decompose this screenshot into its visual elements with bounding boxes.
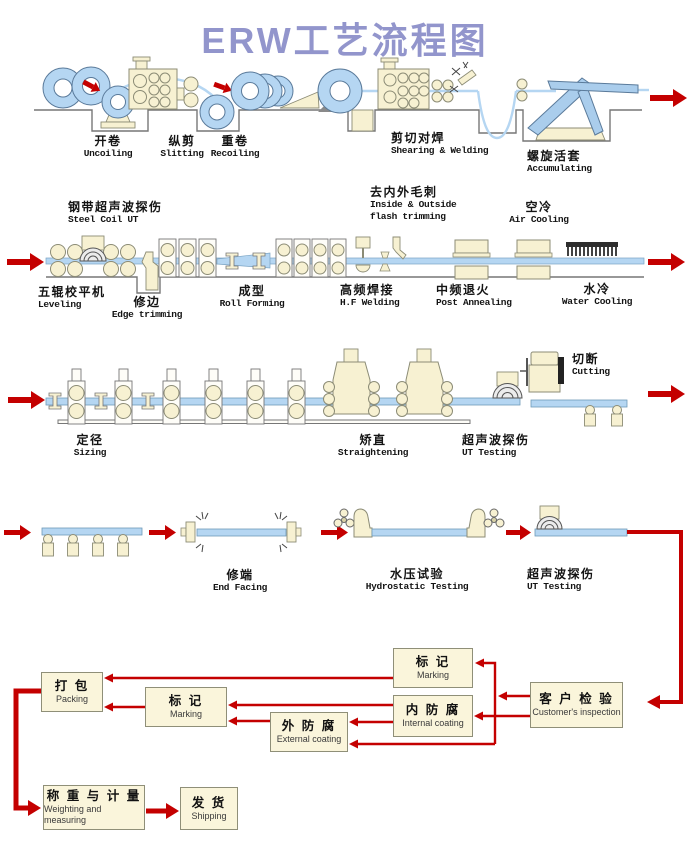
flow-arrow-row2-in	[7, 253, 44, 271]
flow-box-customer-inspection: 客 户 检 验 Customer's inspection	[530, 682, 623, 728]
leveling-rolls	[50, 244, 136, 277]
pipe-row3	[45, 397, 628, 408]
air-cooling-stand	[514, 239, 553, 280]
payoff-coil	[317, 68, 374, 132]
station-label-flash-trimming: 去内外毛刺 Inside & Outside flash trimming	[370, 185, 457, 223]
station-label-end-facing: 修端 End Facing	[212, 568, 267, 594]
hf-welding-unit	[355, 236, 407, 273]
flow-arrow-row3-out	[648, 385, 685, 403]
flow-arrow-row3-in	[8, 391, 45, 409]
uncoiler	[100, 85, 136, 129]
station-label-straightening: 矫直 Straightening	[337, 433, 409, 459]
station-label-accumulating: 螺旋活套 Accumulating	[527, 149, 592, 175]
label-cn: 开卷	[94, 134, 122, 148]
connector-marking-to-packing	[104, 673, 393, 683]
coil-stock-pair	[42, 66, 111, 109]
finished-coil-stack	[230, 71, 294, 111]
flow-box-marking-upper: 标 记 Marking	[393, 648, 473, 688]
flow-box-marking-lower: 标 记 Marking	[145, 687, 227, 727]
station-label-water-cooling: 水冷 Water Cooling	[561, 282, 633, 308]
coil-ramp	[279, 91, 320, 109]
station-label-post-annealing: 中频退火 Post Annealing	[436, 283, 512, 309]
sizing-stands	[67, 368, 306, 425]
water-cooling-comb	[566, 242, 618, 256]
station-label-ut-testing-line: 超声波探伤 UT Testing	[462, 433, 530, 459]
station-label-ut-testing-pipe: 超声波探伤 UT Testing	[527, 567, 595, 593]
steel-coil-ut-probe	[79, 235, 107, 262]
flow-arrow-row4-mid1	[149, 525, 176, 540]
station-label-slitting: 纵剪 Slitting	[160, 134, 204, 160]
flow-box-packing: 打 包 Packing	[41, 672, 103, 712]
straightener-2	[396, 348, 453, 417]
flow-box-shipping: 发 货 Shipping	[180, 787, 238, 830]
flow-arrow-row2-out	[648, 253, 685, 271]
flow-arrow-row4-in	[4, 525, 31, 540]
connector-external-to-marking	[228, 716, 270, 726]
station-label-hydrostatic-testing: 水压试验 Hydrostatic Testing	[365, 567, 469, 593]
connector-packing-to-weighting	[13, 688, 41, 816]
connector-marking-to-packing-2	[104, 702, 145, 712]
connector-weighting-to-shipping	[146, 803, 179, 819]
station-label-steel-coil-ut: 钢带超声波探伤 Steel Coil UT	[68, 200, 163, 226]
station-label-hf-welding: 高频焊接 H.F Welding	[340, 283, 400, 309]
station-label-roll-forming: 成型 Roll Forming	[219, 284, 285, 310]
flow-box-weighting: 称 重 与 计 量 Weighting and measuring	[43, 785, 145, 830]
station-label-recoiling: 重卷 Recoiling	[210, 134, 260, 160]
connector-customer-to-internal	[474, 711, 530, 721]
flow-arrow-row4-mid3	[506, 525, 531, 540]
flow-arrow-row4-mid2	[321, 525, 348, 540]
page-title: ERW工艺流程图	[201, 20, 489, 61]
station-label-cutting: 切断 Cutting	[572, 352, 610, 378]
connector-junction-vertical	[475, 658, 497, 744]
straightener-1	[323, 348, 380, 417]
sizing-spacers	[48, 392, 155, 410]
station-label-shearing-welding: 剪切对焊 Shearing & Welding	[391, 131, 489, 157]
shearing-welding-machine	[377, 57, 430, 110]
recoiler	[199, 94, 235, 130]
accumulator	[527, 77, 639, 141]
post-annealing-stand	[452, 239, 491, 280]
station-label-leveling: 五辊校平机 Leveling	[38, 285, 106, 311]
station-label-uncoiling: 开卷 Uncoiling	[74, 134, 142, 160]
weld-rollers-and-cutter	[431, 61, 528, 103]
station-label-sizing: 定径 Sizing	[73, 433, 107, 459]
pipe-on-rollers	[41, 527, 143, 557]
flow-arrow-row1-out	[650, 89, 687, 107]
label-en: Uncoiling	[83, 148, 133, 160]
roll-forming-stands	[158, 238, 347, 278]
station-label-air-cooling: 空冷 Air Cooling	[509, 200, 569, 226]
ut-probe-row3	[492, 371, 523, 399]
transfer-arrow-icon	[213, 81, 232, 94]
edge-trimming-knife	[141, 251, 159, 291]
main-flow-connector	[627, 530, 683, 709]
slitting-machine	[128, 56, 199, 110]
hydrostatic-tester	[333, 508, 505, 538]
flow-box-external-coating: 外 防 腐 External coating	[270, 712, 348, 752]
connector-internal-to-external	[349, 717, 393, 727]
flow-box-internal-coating: 内 防 腐 Internal coating	[393, 695, 473, 737]
outfeed-rollers-row3	[584, 405, 623, 427]
end-facing-machine	[180, 511, 302, 553]
connector-customer-to-mainline	[498, 691, 530, 701]
connector-internal-to-marking	[228, 700, 393, 710]
row2-ground-line	[46, 276, 644, 294]
connector-junction-to-external	[349, 739, 495, 749]
station-label-edge-trimming: 修边 Edge trimming	[111, 295, 183, 321]
cutting-machine	[520, 351, 564, 393]
transfer-arrow-icon	[82, 79, 101, 92]
ut-probe-row4	[534, 505, 628, 537]
